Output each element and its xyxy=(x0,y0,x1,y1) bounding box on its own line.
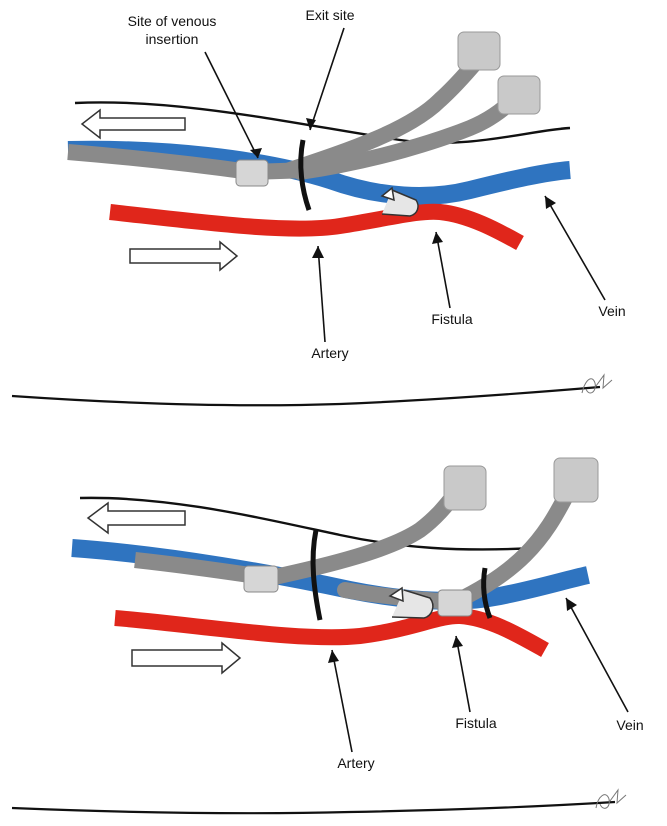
label-venous-insertion-line2: insertion xyxy=(146,31,199,47)
pointer-artery xyxy=(332,650,352,752)
label-fistula: Fistula xyxy=(455,715,496,731)
catheter-cuff xyxy=(236,160,268,186)
label-venous-insertion-line1: Site of venous xyxy=(128,13,217,29)
panel-top: Site of venous insertion Exit site Arter… xyxy=(12,7,626,405)
arrowhead xyxy=(452,636,463,648)
hollow-arrow-right-icon xyxy=(130,242,237,270)
arrowhead xyxy=(432,232,443,244)
label-exit-site: Exit site xyxy=(305,7,354,23)
label-artery: Artery xyxy=(337,755,374,771)
catheter-connector xyxy=(444,466,486,510)
artery xyxy=(115,616,545,650)
catheter-connector xyxy=(498,76,540,114)
arrowhead xyxy=(328,650,339,663)
artery xyxy=(110,212,520,243)
panel-bottom: Artery Fistula Vein xyxy=(12,458,644,813)
catheter-lumen-upper xyxy=(270,488,460,578)
hollow-arrow-left-icon xyxy=(88,503,185,533)
catheter-connector xyxy=(458,32,500,70)
catheter-cuff xyxy=(244,566,278,592)
deep-skin-line xyxy=(12,802,615,813)
label-vein: Vein xyxy=(598,303,625,319)
catheter-connector xyxy=(554,458,598,502)
label-artery: Artery xyxy=(311,345,348,361)
arrowhead xyxy=(312,246,324,258)
pointer-vein xyxy=(545,196,605,300)
hollow-arrow-left-icon xyxy=(82,110,185,138)
pointer-vein xyxy=(566,598,628,712)
pointer-fistula xyxy=(456,636,470,712)
catheter-cuff xyxy=(438,590,472,616)
pointer-venous-insertion xyxy=(205,52,258,158)
label-vein: Vein xyxy=(616,717,643,733)
label-fistula: Fistula xyxy=(431,311,472,327)
signature-scribble-icon xyxy=(596,790,626,808)
deep-skin-line xyxy=(12,387,600,405)
pointer-exit-site xyxy=(310,28,344,130)
signature-scribble-icon xyxy=(582,375,612,393)
catheter-lumen-lower xyxy=(300,98,515,172)
hollow-arrow-right-icon xyxy=(132,643,240,673)
pointer-artery xyxy=(318,246,325,342)
pointer-fistula xyxy=(436,232,450,308)
